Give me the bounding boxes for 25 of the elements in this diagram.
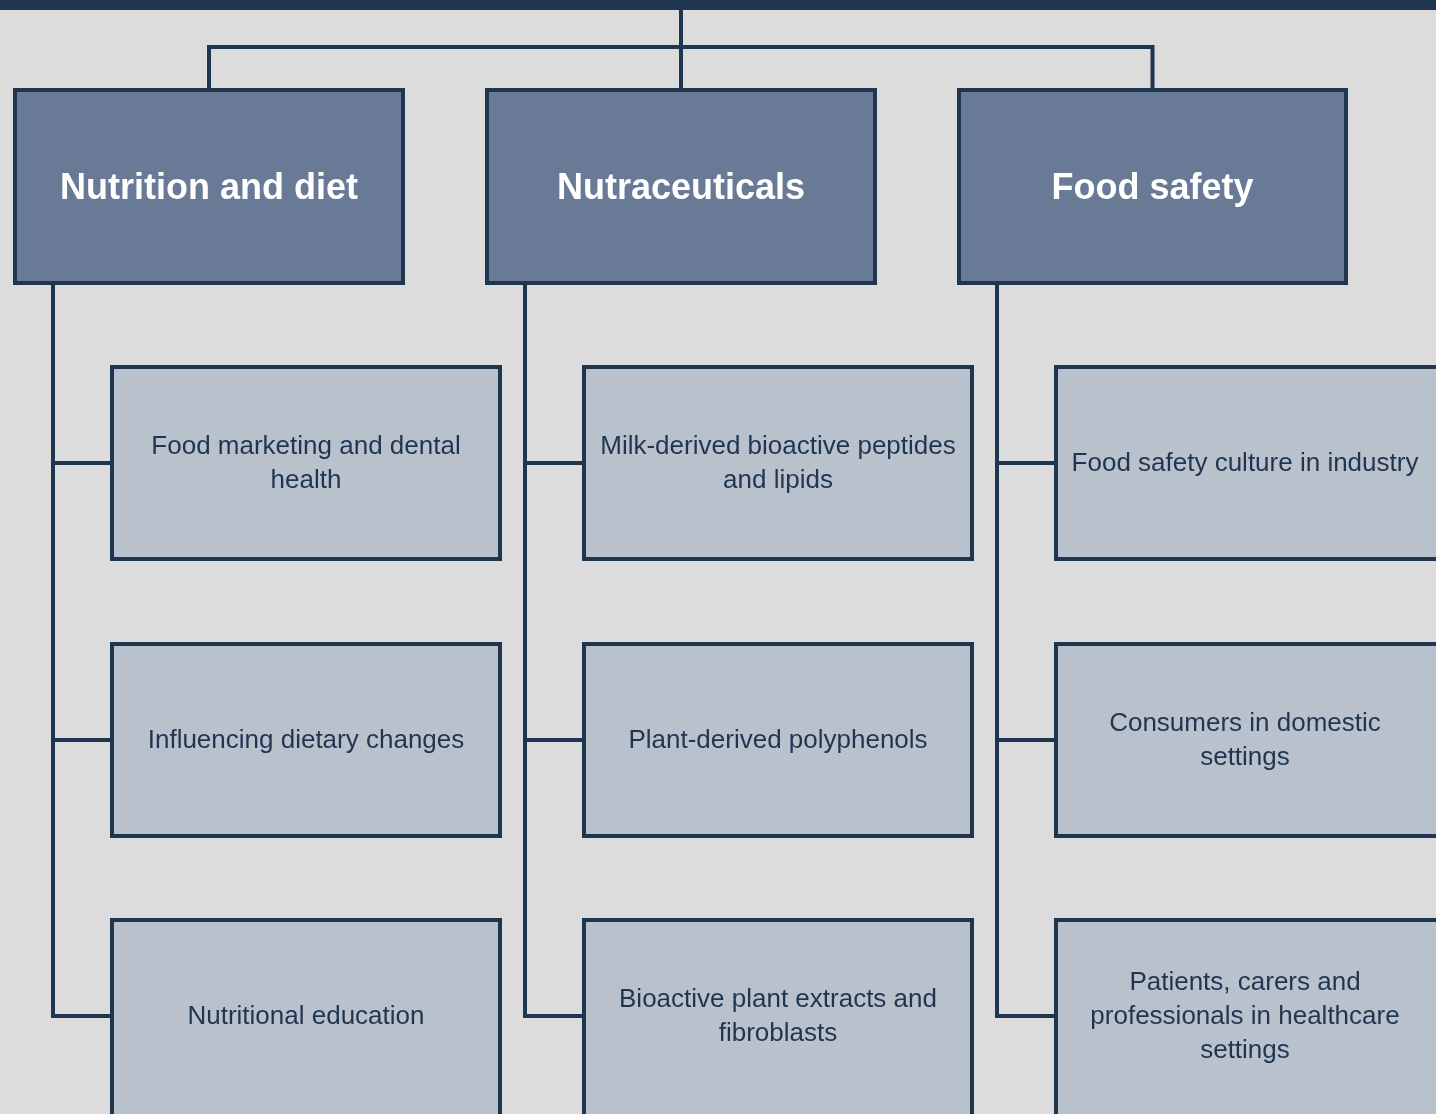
category-box — [485, 88, 877, 285]
category-title: Nutraceuticals — [555, 164, 807, 209]
topic-label: Influencing dietary changes — [146, 723, 466, 757]
topic-box — [110, 642, 502, 838]
topic-box — [1054, 365, 1436, 561]
topic-label: Bioactive plant extracts and fibroblasts — [618, 982, 938, 1049]
topic-box — [1054, 642, 1436, 838]
topic-box — [582, 642, 974, 838]
topic-box — [110, 918, 502, 1114]
topic-box — [582, 918, 974, 1114]
topic-label: Food safety culture in industry — [1070, 446, 1420, 480]
topic-label: Milk-derived bioactive peptides and lipids — [599, 429, 957, 496]
category-box — [13, 88, 405, 285]
connector-line — [679, 10, 1155, 88]
topic-box — [110, 365, 502, 561]
topic-box — [1054, 918, 1436, 1114]
topic-label: Food marketing and dental health — [150, 429, 462, 496]
category-box — [957, 88, 1348, 285]
topic-label: Consumers in domestic settings — [1108, 706, 1382, 773]
topic-box — [582, 365, 974, 561]
topic-label: Nutritional education — [186, 999, 426, 1033]
topic-label: Plant-derived polyphenols — [627, 723, 929, 757]
category-title: Nutrition and diet — [59, 164, 359, 209]
category-title: Food safety — [1050, 164, 1255, 209]
topic-label: Patients, carers and professionals in healthcare settings — [1089, 965, 1401, 1066]
